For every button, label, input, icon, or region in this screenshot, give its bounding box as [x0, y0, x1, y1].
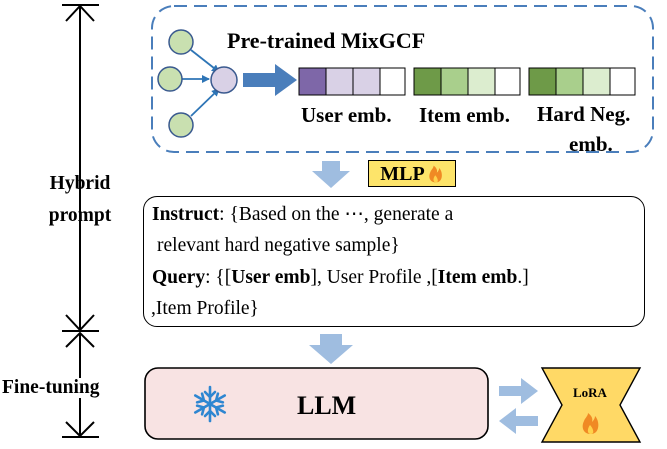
encoder-output-arrow [243, 64, 297, 96]
hybrid-prompt-label-line2: prompt [48, 205, 112, 226]
lora-fire-icon [582, 413, 599, 434]
prompt-instruct-line2: relevant hard negative sample} [157, 236, 400, 256]
snowflake-icon [193, 385, 227, 423]
encoder-dashed-box [151, 5, 654, 153]
query-sep: : {[ [205, 267, 232, 288]
user-emb-label: User emb. [301, 103, 392, 127]
down-arrow-to-llm [309, 334, 353, 364]
item-emb-cell-3 [467, 67, 496, 96]
arrow-lora-to-llm [499, 408, 538, 434]
prompt-query-line1: Query: {[User emb], User Profile ,[Item … [152, 268, 529, 288]
llm-label: LLM [297, 391, 357, 420]
user-emb-cell-3 [352, 67, 381, 96]
neg-emb-cell-3 [582, 67, 611, 96]
query-user-emb: User emb [231, 267, 311, 288]
item-emb-cell-2 [440, 67, 469, 96]
neg-emb-cell-1 [528, 67, 557, 96]
query-key: Query [152, 267, 206, 288]
prompt-query-line2: ,Item Profile} [151, 299, 259, 319]
graph-node-center [210, 66, 238, 94]
item-emb-label: Item emb. [419, 103, 510, 127]
neg-emb-cell-4 [609, 67, 636, 96]
hard-neg-label-line1: Hard Neg. [537, 102, 631, 126]
instruct-text-2: relevant hard negative sample} [157, 235, 400, 256]
user-emb-cell-4 [379, 67, 406, 96]
mlp-label: MLP [380, 162, 425, 185]
hybrid-prompt-label-line1: Hybrid [49, 173, 111, 194]
prompt-box [143, 196, 645, 327]
graph-network [157, 29, 238, 138]
item-emb-cell-1 [413, 67, 442, 96]
query-line2: ,Item Profile} [151, 298, 259, 319]
encoder-title: Pre-trained MixGCF [227, 28, 426, 53]
lora-label: LoRA [573, 385, 607, 400]
llm-box [144, 367, 489, 440]
graph-node-top [168, 29, 194, 55]
neg-emb-cell-2 [555, 67, 584, 96]
hard-neg-label-line2: emb. [569, 132, 613, 156]
arrow-llm-to-lora [499, 378, 538, 404]
fine-tuning-label: Fine-tuning [2, 377, 101, 398]
query-mid: ], User Profile ,[ [310, 267, 438, 288]
item-emb-cell-4 [494, 67, 521, 96]
query-end: .] [517, 267, 529, 288]
query-item-emb: Item emb [437, 267, 518, 288]
graph-node-bottom [168, 112, 194, 138]
mlp-badge: MLP [368, 160, 456, 187]
instruct-text-1: : {Based on the ⋯, generate a [219, 204, 454, 225]
user-emb-cell-2 [325, 67, 354, 96]
embedding-cells [298, 67, 636, 96]
graph-node-left [157, 66, 183, 92]
prompt-instruct-line1: Instruct: {Based on the ⋯, generate a [152, 205, 453, 225]
instruct-key: Instruct [152, 204, 220, 225]
fire-icon [429, 165, 442, 182]
down-arrow-to-mlp [312, 161, 350, 188]
lora-block [540, 367, 642, 443]
user-emb-cell-1 [298, 67, 327, 96]
